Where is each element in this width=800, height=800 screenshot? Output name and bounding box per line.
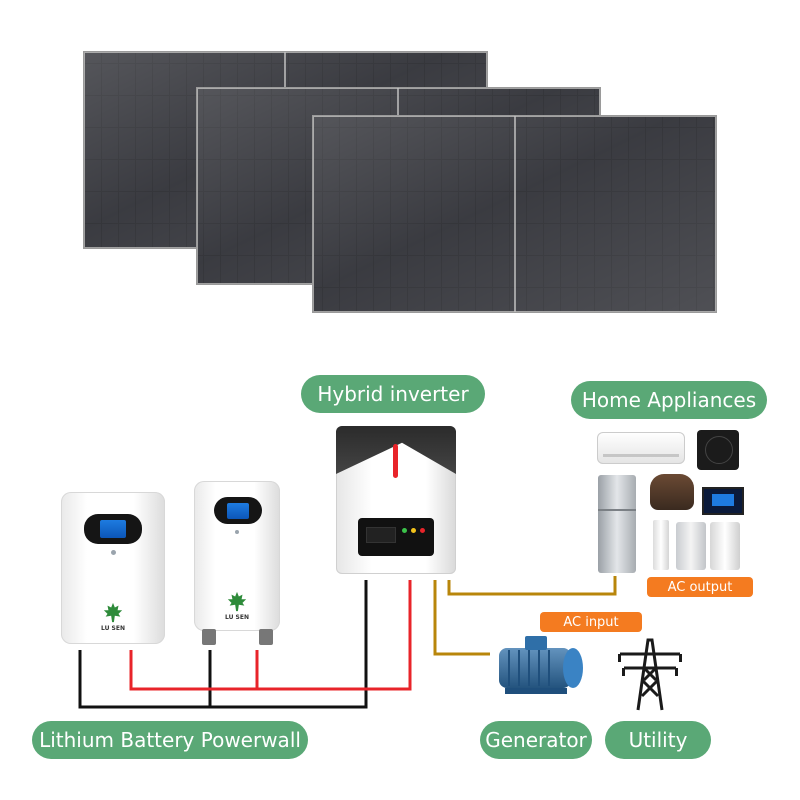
induction-cooker-icon: [697, 430, 739, 470]
solar-panel-front: [312, 115, 717, 313]
maple-leaf-logo-icon: [227, 591, 247, 612]
home-appliances-label: Home Appliances: [571, 381, 767, 419]
lithium-battery-label: Lithium Battery Powerwall: [32, 721, 308, 759]
washing-machine-icon: [676, 522, 706, 570]
dc-positive-wire: [129, 580, 412, 691]
dc-negative-wire: [78, 580, 368, 709]
hybrid-inverter-unit: [336, 426, 456, 574]
tower-air-conditioner-icon: [653, 520, 669, 570]
power-button-icon: [235, 530, 239, 534]
battery-brand: LU SEN: [224, 614, 249, 621]
maple-leaf-logo-icon: [103, 602, 123, 623]
generator-label: Generator: [480, 721, 592, 759]
television-icon: [702, 487, 744, 515]
inverter-lcd: [366, 527, 396, 543]
utility-tower-icon: [618, 638, 682, 711]
inverter-display-panel: [358, 518, 434, 556]
refrigerator-icon: [598, 475, 636, 573]
solar-panel-array: [83, 51, 717, 313]
battery-foot: [202, 629, 216, 645]
battery-display: [214, 497, 262, 524]
utility-label: Utility: [605, 721, 711, 759]
battery-powerwall-1: LU SEN: [61, 492, 165, 644]
power-button-icon: [111, 550, 116, 555]
ac-output-label: AC output: [647, 577, 753, 597]
generator-icon: [499, 636, 583, 694]
battery-display: [84, 514, 142, 544]
ac-input-label: AC input: [540, 612, 642, 632]
battery-foot: [259, 629, 273, 645]
hybrid-inverter-label: Hybrid inverter: [301, 375, 485, 413]
battery-brand: LU SEN: [100, 625, 125, 632]
rice-cooker-icon: [650, 474, 694, 510]
inverter-status-light: [393, 444, 398, 478]
mini-fridge-icon: [710, 522, 740, 570]
battery-powerwall-2: LU SEN: [194, 481, 280, 631]
ac-input-wire: [433, 580, 490, 656]
air-conditioner-icon: [597, 432, 685, 464]
ac-output-wire: [447, 576, 617, 596]
